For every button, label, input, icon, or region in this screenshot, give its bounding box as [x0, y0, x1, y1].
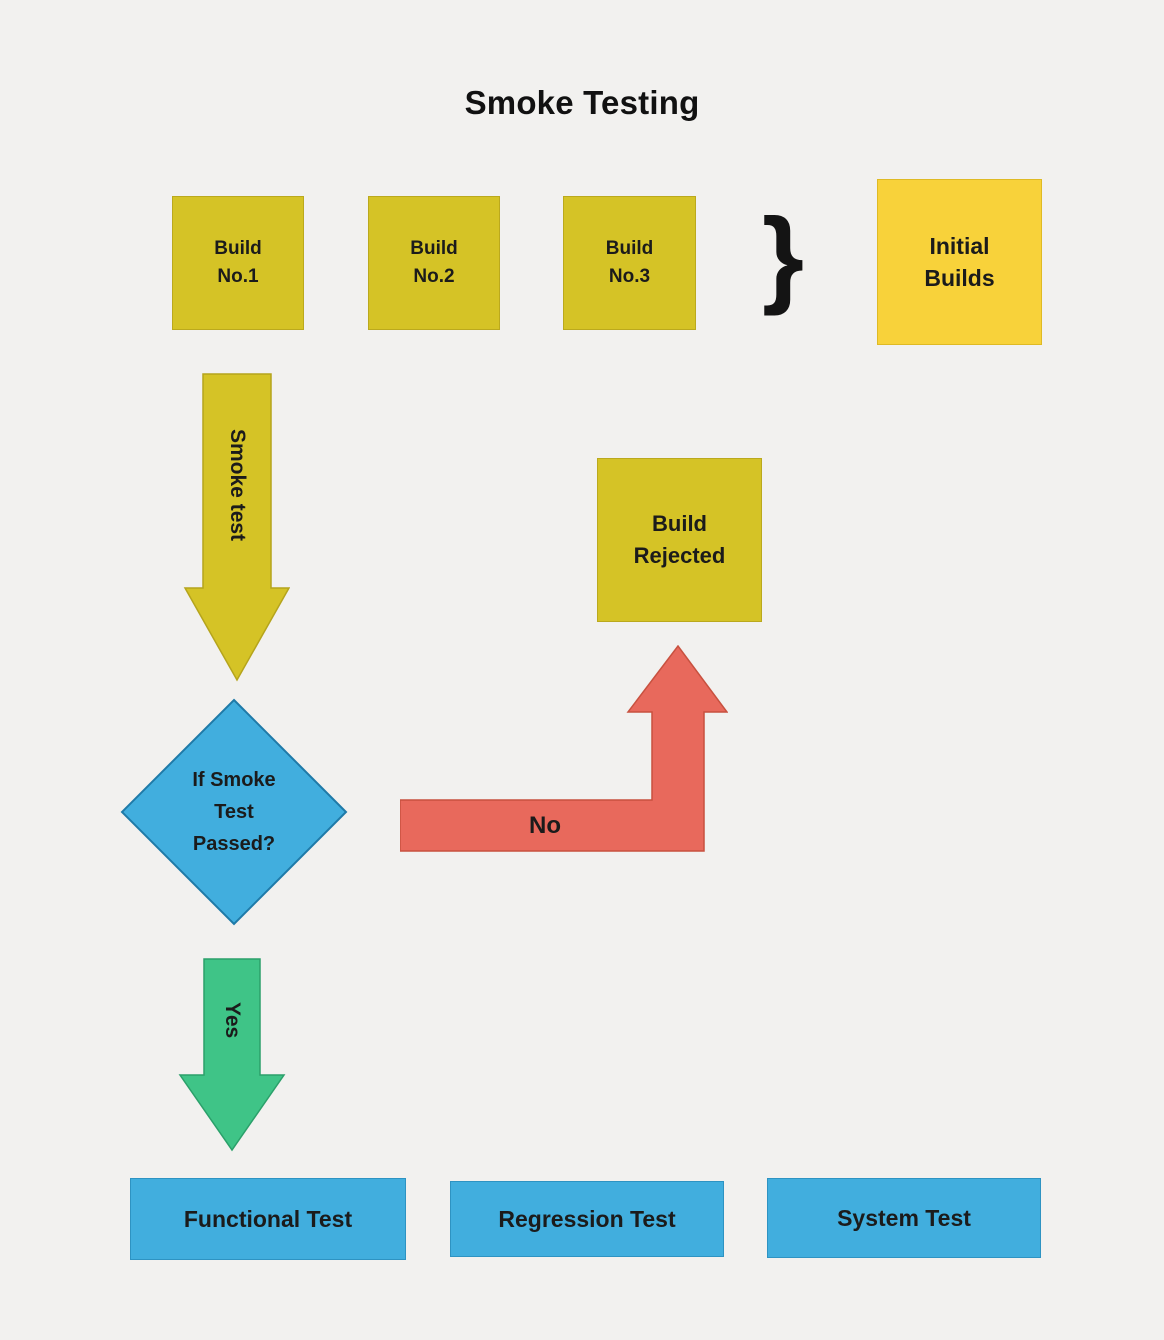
smoke-test-arrow-shape [183, 373, 290, 682]
no-arrow [400, 645, 728, 852]
decision-diamond [120, 698, 348, 926]
decision-diamond-shape [120, 698, 348, 926]
yes-arrow-label: Yes [221, 1001, 244, 1039]
system-test-box: System Test [767, 1178, 1041, 1258]
decision-label: If Smoke Test Passed? [192, 769, 276, 855]
build-rejected-box: Build Rejected [597, 458, 762, 622]
initial-builds-box: Initial Builds [877, 179, 1042, 345]
curly-brace: } [762, 195, 805, 316]
yes-arrow [178, 958, 286, 1152]
no-arrow-label: No [529, 812, 561, 839]
build-box-3: Build No.3 [563, 196, 696, 330]
yes-arrow-shape [178, 958, 286, 1152]
regression-test-box: Regression Test [450, 1181, 724, 1257]
functional-test-box: Functional Test [130, 1178, 406, 1260]
diagram-title: Smoke Testing [464, 84, 700, 121]
smoke-test-arrow [183, 373, 290, 682]
build-box-2: Build No.2 [368, 196, 500, 330]
smoke-test-arrow-label: Smoke test [226, 428, 249, 542]
no-arrow-shape [400, 645, 728, 852]
build-box-1: Build No.1 [172, 196, 304, 330]
